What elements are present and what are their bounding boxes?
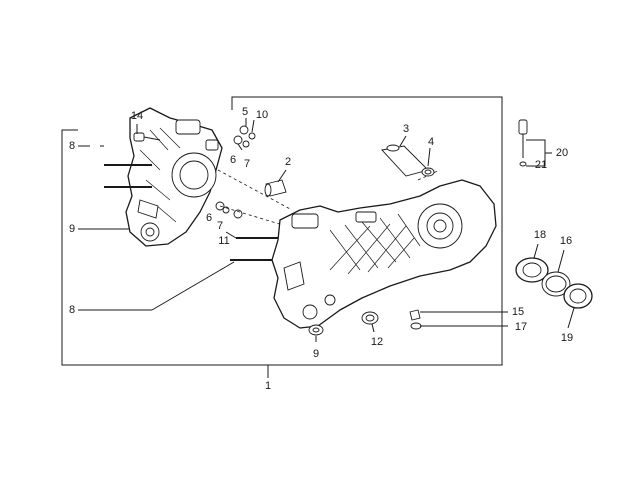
callout-18: 18 xyxy=(534,229,546,241)
callout-1: 1 xyxy=(265,380,271,392)
callout-10: 10 xyxy=(256,109,268,121)
studs-part-8-upper xyxy=(104,164,152,188)
dowel-part-2 xyxy=(264,179,287,197)
callout-17: 17 xyxy=(515,321,527,333)
callout-11: 11 xyxy=(218,235,229,247)
callout-7-upper: 7 xyxy=(244,158,250,170)
bearing-part-12 xyxy=(361,311,379,325)
callout-16: 16 xyxy=(560,235,572,247)
callout-6-upper: 6 xyxy=(230,154,236,166)
callout-2: 2 xyxy=(285,156,291,168)
callout-9-left: 9 xyxy=(69,223,75,235)
callout-5: 5 xyxy=(242,106,248,118)
bolt-part-14 xyxy=(133,132,161,142)
circlip-part-16 xyxy=(541,271,571,297)
callout-12: 12 xyxy=(371,336,383,348)
callout-8-lower: 8 xyxy=(69,304,75,316)
callout-8-upper: 8 xyxy=(69,140,75,152)
leader-lines xyxy=(78,118,575,342)
left-crankcase-half xyxy=(125,107,223,247)
callout-labels: 1 2 3 4 5 6 6 7 7 8 8 9 9 10 11 12 14 15… xyxy=(69,106,573,392)
callout-20: 20 xyxy=(556,147,568,159)
bushing-part-4 xyxy=(421,167,435,177)
callout-15: 15 xyxy=(512,306,524,318)
dipstick-parts xyxy=(518,119,528,167)
oil-seal-part-19 xyxy=(563,283,593,309)
callout-3: 3 xyxy=(403,123,409,135)
studs-part-11 xyxy=(230,237,284,261)
bearing-part-18 xyxy=(515,257,549,283)
callout-14: 14 xyxy=(131,110,143,122)
callout-19: 19 xyxy=(561,332,573,344)
callout-4: 4 xyxy=(428,136,434,148)
callout-9-bottom: 9 xyxy=(313,348,319,360)
drain-screw-parts xyxy=(409,309,422,330)
main-crankcase-half xyxy=(271,179,497,329)
washer-nut-parts xyxy=(215,125,256,219)
assembly-bracket-lines xyxy=(61,96,503,378)
callout-6-lower: 6 xyxy=(206,212,212,224)
callout-21: 21 xyxy=(535,159,547,171)
bushing-part-9-bottom xyxy=(308,324,324,336)
callout-7-lower: 7 xyxy=(217,220,223,232)
pin-part-3 xyxy=(381,144,429,177)
